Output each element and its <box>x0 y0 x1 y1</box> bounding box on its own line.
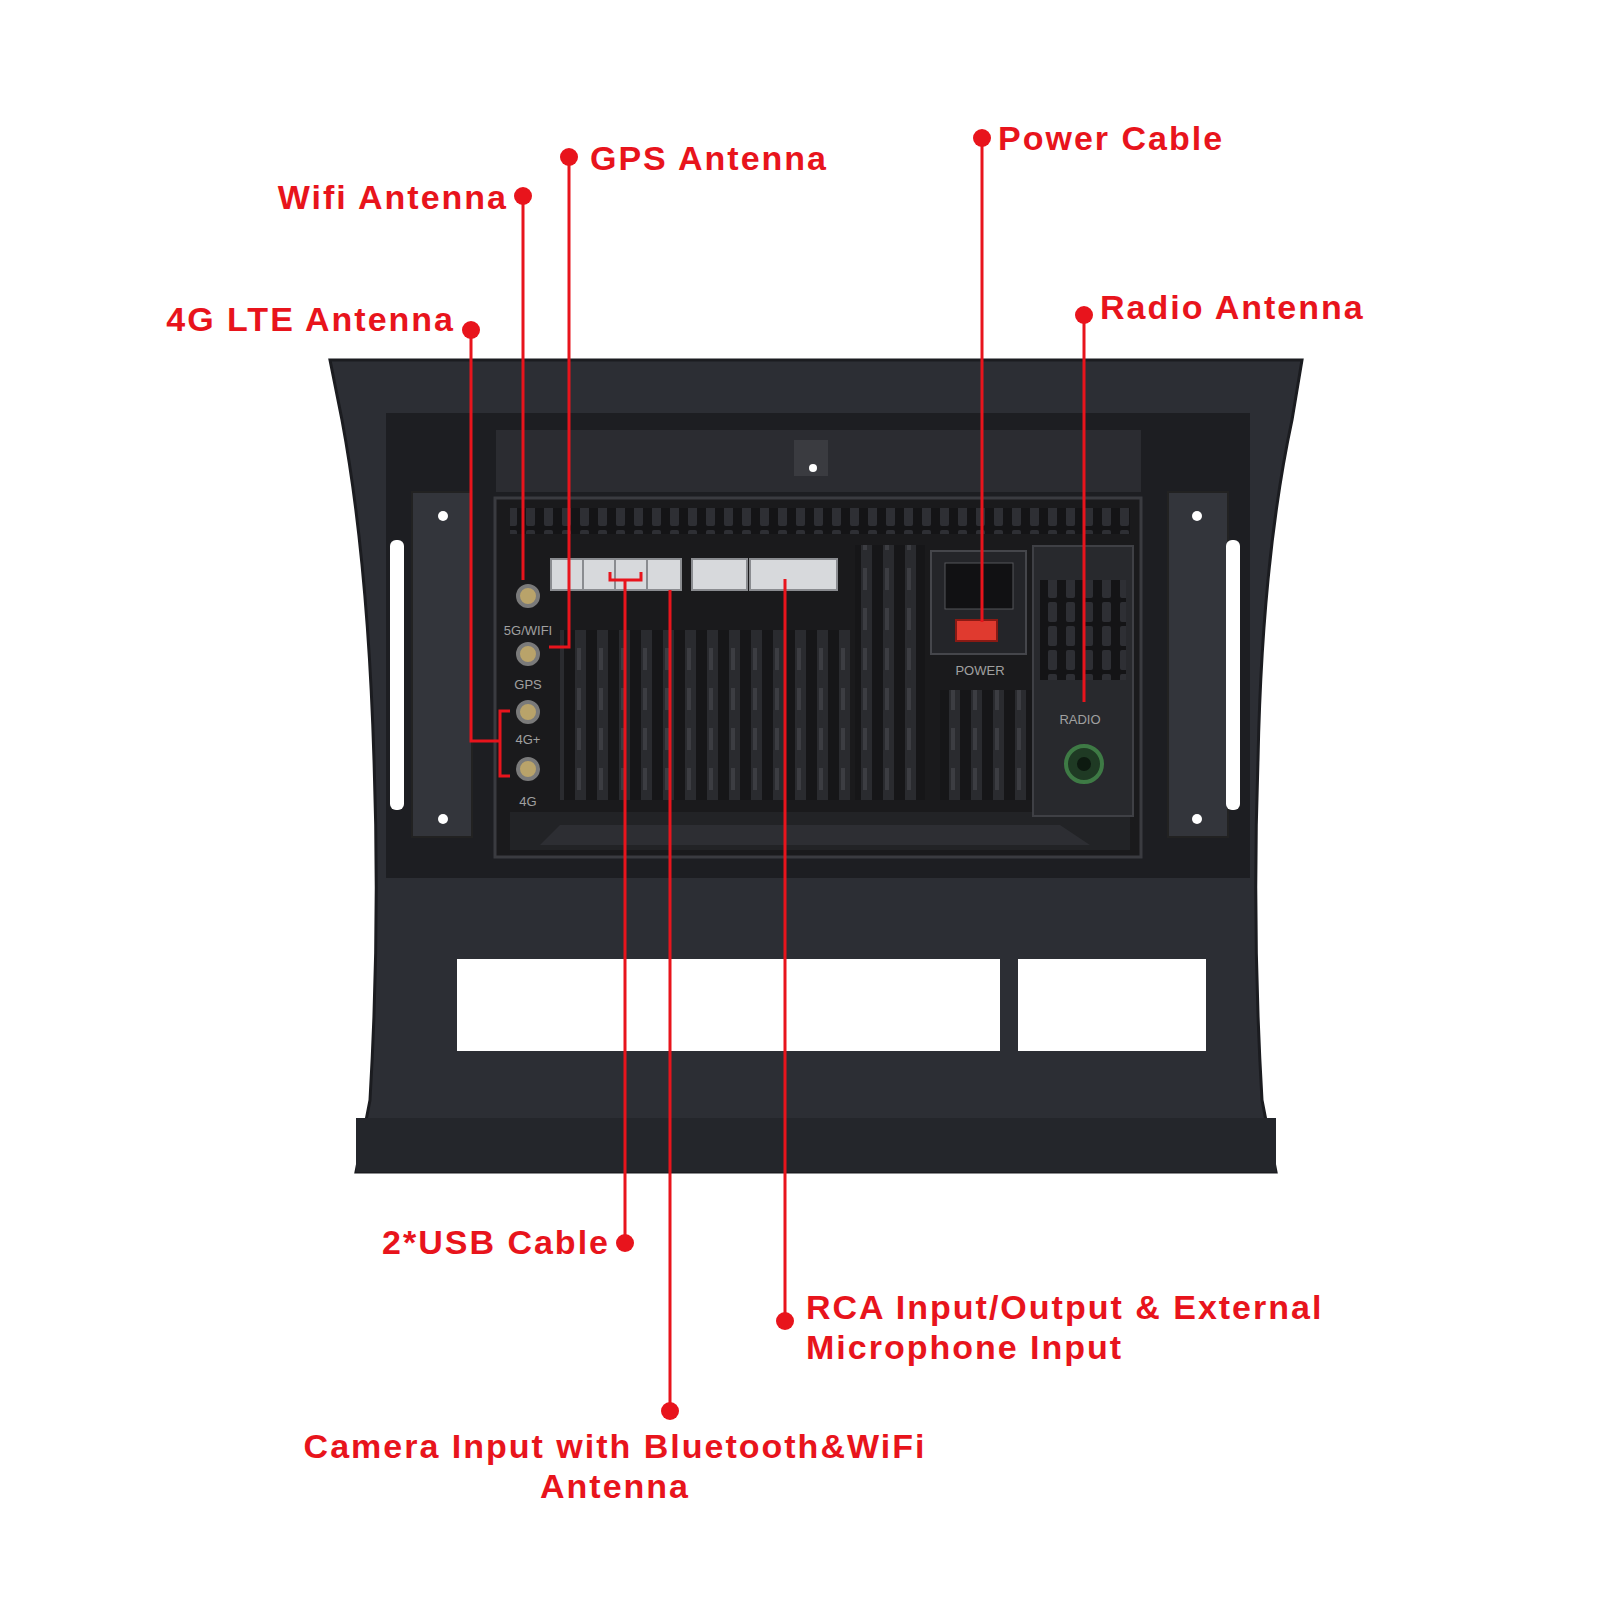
callout-label: 2*USB Cable <box>382 1222 610 1262</box>
port-marking: 4G <box>519 794 536 809</box>
port-marking: POWER <box>955 663 1004 678</box>
callout-label: GPS Antenna <box>590 138 828 178</box>
callout-label: Radio Antenna <box>1100 287 1365 327</box>
callout-label: RCA Input/Output & External Microphone I… <box>806 1287 1346 1367</box>
port-marking: 5G/WIFI <box>504 623 552 638</box>
callout-label: 4G LTE Antenna <box>166 299 455 339</box>
port-marking: 4G+ <box>516 732 541 747</box>
port-marking: GPS <box>514 677 541 692</box>
port-marking: RADIO <box>1059 712 1100 727</box>
callout-label: Power Cable <box>998 118 1224 158</box>
callout-label: Camera Input with Bluetooth&WiFi Antenna <box>285 1426 945 1506</box>
callout-label: Wifi Antenna <box>278 177 508 217</box>
